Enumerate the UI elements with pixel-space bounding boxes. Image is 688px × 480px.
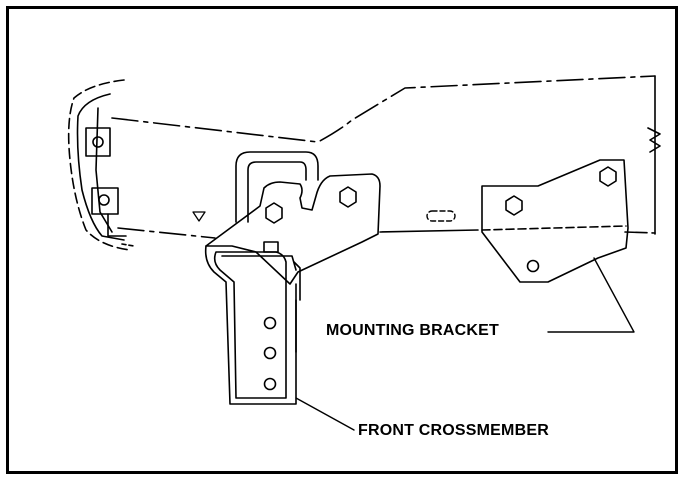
- bumper-strap: [107, 213, 127, 237]
- crossmember-top-plate: [221, 255, 297, 271]
- mounting-bracket-label: MOUNTING BRACKET: [326, 322, 499, 339]
- frame-rail: [111, 75, 661, 239]
- bolt-icon: [98, 194, 110, 206]
- triangle-marker-icon: [192, 211, 206, 222]
- bumper-innermost: [95, 107, 113, 233]
- hole-icon: [526, 259, 540, 273]
- hex-nut-icon: [505, 195, 523, 216]
- mounting-bracket: [481, 159, 629, 283]
- figure-frame: [6, 6, 678, 474]
- break-mark: [647, 75, 661, 235]
- crossmember-channel-inner: [213, 251, 287, 399]
- front-bumper: [67, 79, 135, 251]
- hole-icon: [263, 316, 277, 330]
- crossmember-bracket: [205, 173, 381, 285]
- u-bolt: [235, 151, 319, 223]
- nut-icon: [263, 241, 279, 253]
- bumper-dash-detail: [121, 243, 135, 247]
- front-crossmember-label: FRONT CROSSMEMBER: [358, 422, 549, 439]
- frame-rail-bottom-edge: [117, 227, 216, 239]
- frame-rail-bottom-edge-right: [379, 229, 479, 233]
- bumper-bracket-lower: [91, 187, 119, 215]
- bolt-icon: [92, 136, 104, 148]
- hole-icon: [263, 346, 277, 360]
- hole-icon: [263, 377, 277, 391]
- slot-oval-icon: [426, 210, 456, 222]
- leader-line-mounting-bracket: [547, 257, 635, 333]
- front-crossmember: [204, 241, 301, 405]
- bumper-inner: [76, 93, 125, 241]
- hex-nut-icon: [265, 202, 283, 224]
- crossmember-bracket-outline: [205, 173, 381, 285]
- hex-nut-icon: [599, 166, 617, 187]
- mounting-bracket-outline: [481, 159, 629, 283]
- frame-rail-top-edge: [111, 75, 656, 143]
- leader-line-front-crossmember: [295, 397, 355, 431]
- hex-nut-icon: [339, 186, 357, 208]
- crossmember-channel-outer: [204, 245, 297, 405]
- frame-rail-bottom-edge-far: [624, 231, 656, 234]
- bumper-outer-dashed: [67, 79, 131, 251]
- mounting-bracket-fold-line: [481, 225, 627, 231]
- crossmember-side-flange: [293, 261, 301, 301]
- bumper-bracket-upper: [85, 127, 111, 157]
